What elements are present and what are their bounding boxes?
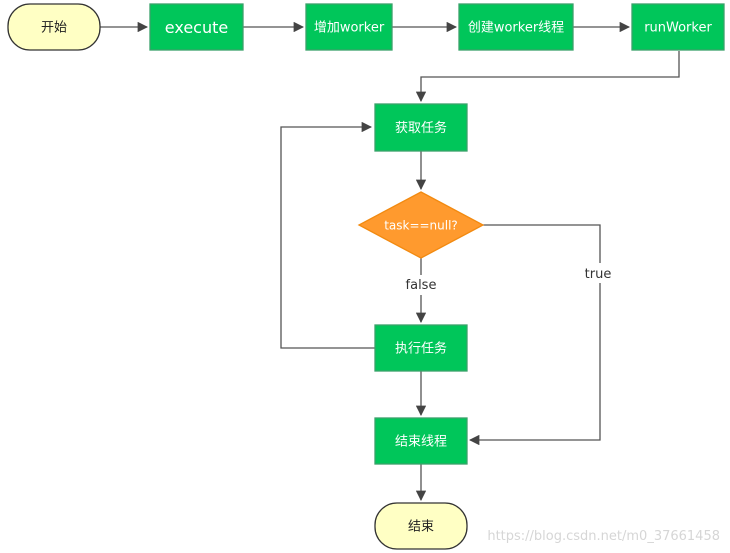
run-worker-shape <box>631 3 725 51</box>
node-end[interactable]: 结束 <box>374 502 468 550</box>
end-thread-shape <box>374 417 468 465</box>
node-create-worker-thread[interactable]: 创建worker线程 <box>458 3 574 51</box>
node-decision[interactable]: task==null? <box>357 191 485 259</box>
false-label-bg <box>402 275 440 295</box>
true-label: true <box>585 267 612 282</box>
end-shape <box>374 502 468 550</box>
execute-task-shape <box>374 324 468 372</box>
execute-label: execute <box>165 18 228 37</box>
end-thread-label: 结束线程 <box>395 435 447 450</box>
node-execute[interactable]: execute <box>149 3 244 51</box>
start-shape <box>7 3 101 51</box>
get-task-shape <box>374 103 468 152</box>
node-run-worker[interactable]: runWorker <box>631 3 725 51</box>
decision-label: task==null? <box>384 219 458 233</box>
execute-task-label: 执行任务 <box>395 341 447 357</box>
edge-decision-end-thread <box>468 224 601 446</box>
create-worker-thread-label: 创建worker线程 <box>468 21 564 36</box>
edge-run-worker-get-task <box>415 51 680 103</box>
end-label: 结束 <box>408 520 434 535</box>
node-execute-task[interactable]: 执行任务 <box>374 324 468 372</box>
execute-shape <box>149 3 244 51</box>
node-get-task[interactable]: 获取任务 <box>374 103 468 152</box>
start-label: 开始 <box>41 21 67 36</box>
watermark: https://blog.csdn.net/m0_37661458 <box>487 529 720 544</box>
get-task-label: 获取任务 <box>395 120 447 136</box>
node-end-thread[interactable]: 结束线程 <box>374 417 468 465</box>
false-label: false <box>406 278 437 293</box>
edge-execute-task-loop-back <box>280 121 375 349</box>
edges <box>100 21 680 502</box>
run-worker-label: runWorker <box>644 21 712 36</box>
add-worker-shape <box>305 3 393 51</box>
decision-shape <box>357 191 485 259</box>
true-label-bg <box>583 263 617 283</box>
create-worker-thread-shape <box>458 3 574 51</box>
node-start[interactable]: 开始 <box>7 3 101 51</box>
node-add-worker[interactable]: 增加worker <box>305 3 393 51</box>
add-worker-label: 增加worker <box>314 21 385 36</box>
